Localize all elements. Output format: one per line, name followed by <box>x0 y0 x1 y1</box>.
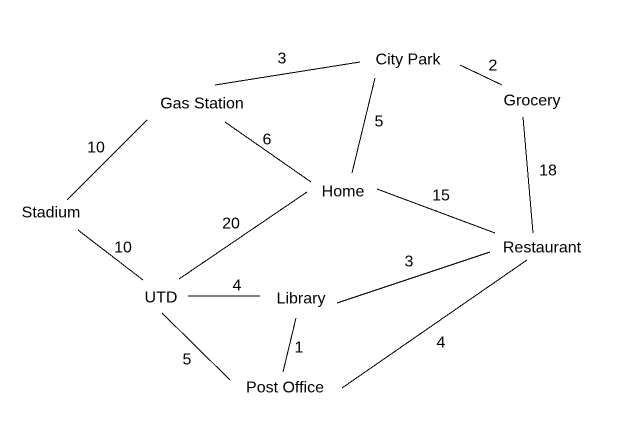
edge-weight-gas-station-home: 6 <box>263 132 272 149</box>
edge-line-utd-post-office <box>161 312 231 381</box>
edge-line-gas-station-home <box>224 121 312 183</box>
edge-line-post-office-restaurant <box>341 259 528 389</box>
node-label-restaurant: Restaurant <box>503 240 582 257</box>
edge-weight-home-restaurant: 15 <box>432 188 450 205</box>
edge-line-home-restaurant <box>376 188 496 234</box>
node-label-gas-station: Gas Station <box>160 96 244 113</box>
node-label-grocery: Grocery <box>504 93 561 110</box>
edge-weight-utd-home: 20 <box>222 216 240 233</box>
edge-weight-post-office-restaurant: 4 <box>437 335 446 352</box>
edge-line-library-post-office <box>282 317 297 373</box>
edge-line-gas-station-city-park <box>214 61 361 86</box>
node-label-library: Library <box>277 291 326 308</box>
edge-line-utd-home <box>178 191 308 280</box>
edge-line-grocery-restaurant <box>522 116 534 234</box>
edge-line-stadium-gas-station <box>66 119 148 201</box>
edge-weight-stadium-gas-station: 10 <box>87 140 105 157</box>
edge-weight-city-park-grocery: 2 <box>489 58 498 75</box>
node-label-city-park: City Park <box>376 52 442 69</box>
edge-weight-gas-station-city-park: 3 <box>278 51 287 68</box>
edge-weight-city-park-home: 5 <box>375 114 384 131</box>
node-label-stadium: Stadium <box>22 205 81 222</box>
node-label-post-office: Post Office <box>246 380 324 397</box>
edge-line-city-park-grocery <box>459 64 503 86</box>
edge-weight-stadium-utd: 10 <box>114 240 132 257</box>
node-label-utd: UTD <box>145 290 178 307</box>
edge-weight-library-restaurant: 3 <box>405 254 414 271</box>
edge-weight-grocery-restaurant: 18 <box>539 163 557 180</box>
edge-weight-utd-library: 4 <box>233 278 242 295</box>
edge-weight-library-post-office: 1 <box>295 340 304 357</box>
node-label-home: Home <box>322 184 365 201</box>
edge-line-stadium-utd <box>77 229 144 281</box>
edge-weight-utd-post-office: 5 <box>183 352 192 369</box>
edge-line-city-park-home <box>351 77 376 174</box>
edge-line-library-restaurant <box>336 251 491 304</box>
